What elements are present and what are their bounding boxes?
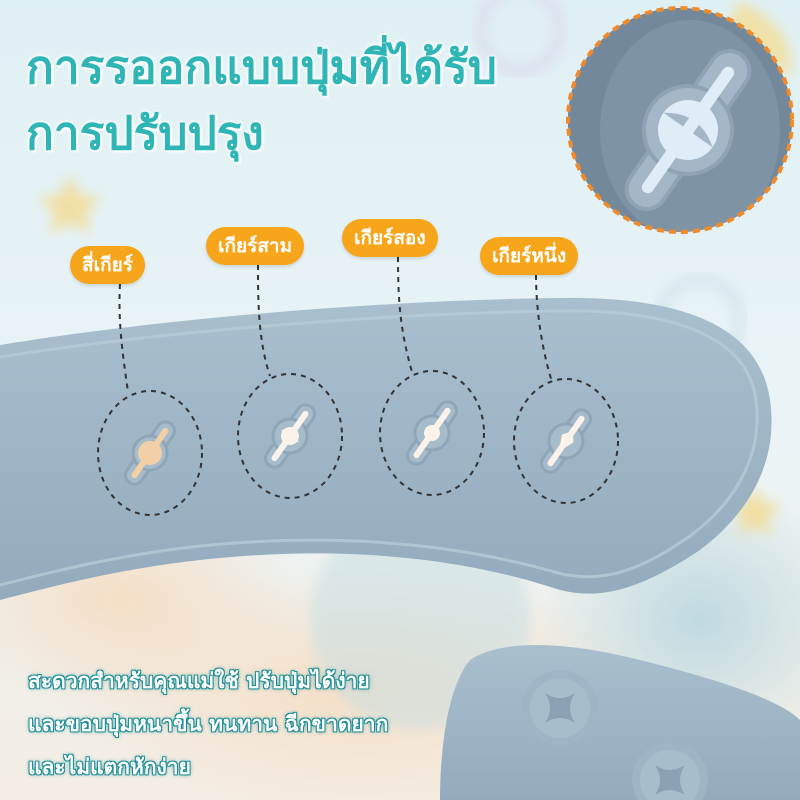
bib-strap — [0, 297, 772, 600]
headline-line-2: การปรับปรุง — [26, 106, 264, 160]
headline: การรออกแบบปุ่มที่ได้รับ การปรับปรุง — [26, 34, 497, 166]
description-line-3: และไม่แตกหักง่าย — [28, 755, 191, 779]
headline-line-1: การรออกแบบปุ่มที่ได้รับ — [26, 40, 498, 94]
gear-3-label: เกียร์สาม — [206, 227, 305, 265]
gear-hole-2 — [379, 370, 485, 496]
gear-4-label: สี่เกียร์ — [70, 246, 145, 284]
description: สะดวกสำหรับคุณแม่ใช้ ปรับปุ่มได้ง่าย และ… — [28, 660, 388, 789]
star-icon — [38, 175, 102, 234]
star-icon — [728, 485, 782, 536]
gear-hole-1 — [513, 378, 619, 504]
gear-1-label: เกียร์หนึ่ง — [480, 237, 579, 275]
gear-hole-4 — [97, 390, 203, 516]
gear-hole-3 — [237, 373, 343, 499]
description-line-2: และขอบปุ่มหนาขึ้น ทนทาน ฉีกขาดยาก — [28, 712, 389, 736]
description-line-1: สะดวกสำหรับคุณแม่ใช้ ปรับปุ่มได้ง่าย — [28, 669, 370, 693]
zoom-detail — [566, 6, 794, 234]
strap-with-buttons — [440, 645, 800, 800]
gear-2-label: เกียร์สอง — [342, 219, 438, 257]
label-connectors — [118, 256, 553, 393]
